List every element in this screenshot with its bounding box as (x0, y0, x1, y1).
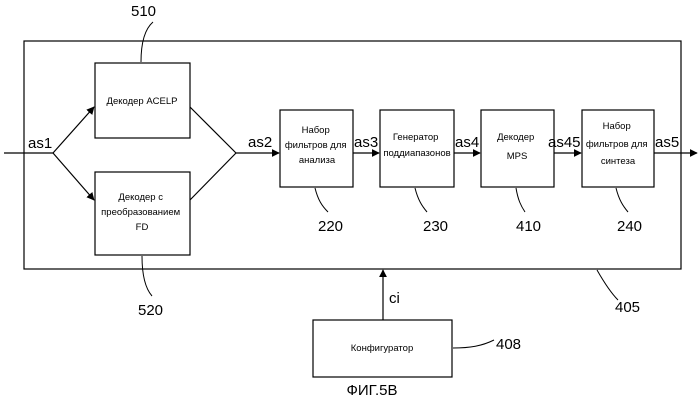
split-arrow-to-fd (53, 153, 94, 200)
generator-ref-leader (415, 188, 427, 212)
mps-decoder-label: Декодер MPS (497, 132, 537, 162)
outer-ref-leader (597, 270, 618, 300)
figure-caption: ФИГ.5В (347, 382, 398, 399)
merge-from-acelp (190, 107, 236, 153)
analysis-filterbank-label: Набор фильтров для анализа (285, 125, 349, 166)
fd-decoder-label: Декодер с преобразованием FD (101, 192, 183, 233)
generator-ref-label: 230 (423, 218, 448, 235)
signal-as3-label: as3 (354, 134, 378, 151)
configurator-ref-label: 408 (496, 336, 521, 353)
analysis-ref-leader (315, 188, 328, 212)
acelp-ref-leader (141, 22, 153, 62)
signal-ci-label: ci (389, 290, 400, 307)
fd-ref-label: 520 (138, 302, 163, 319)
mps-decoder-block (481, 110, 554, 187)
mps-ref-leader (516, 188, 525, 212)
mps-ref-label: 410 (516, 218, 541, 235)
signal-as2-label: as2 (248, 134, 272, 151)
synthesis-ref-leader (616, 188, 628, 212)
signal-as1-label: as1 (28, 135, 52, 152)
signal-as45-label: as45 (548, 134, 581, 151)
fd-ref-leader (142, 256, 152, 296)
configurator-label: Конфигуратор (351, 343, 413, 354)
synthesis-filterbank-label: Набор фильтров для синтеза (586, 121, 650, 167)
signal-as4-label: as4 (455, 134, 479, 151)
configurator-ref-leader (453, 340, 494, 348)
acelp-decoder-label: Декодер ACELP (107, 96, 178, 107)
signal-as5-label: as5 (655, 134, 679, 151)
analysis-ref-label: 220 (318, 218, 343, 235)
split-arrow-to-acelp (53, 107, 94, 153)
acelp-ref-label: 510 (131, 3, 156, 20)
synthesis-ref-label: 240 (617, 218, 642, 235)
subband-generator-label: Генератор поддиапазонов (383, 132, 450, 159)
merge-from-fd (190, 153, 236, 200)
outer-ref-label: 405 (615, 299, 640, 316)
